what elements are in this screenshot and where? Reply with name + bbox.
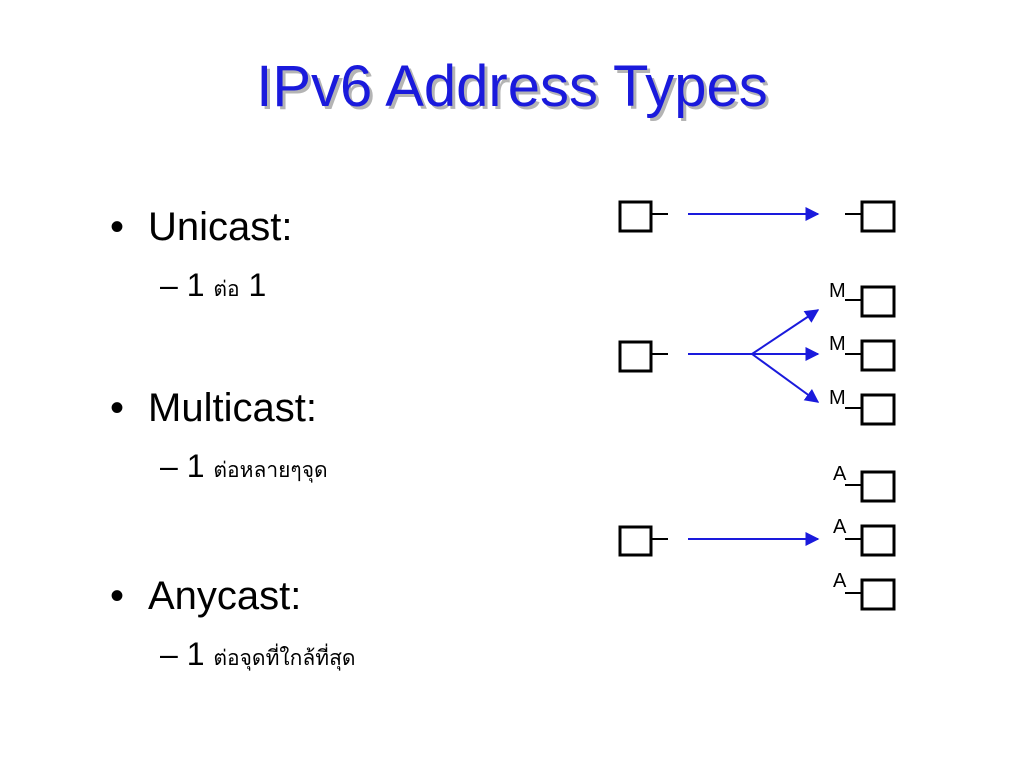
anycast-diagram: A A A (618, 463, 896, 611)
source-node (618, 525, 653, 557)
bullet-unicast: • Unicast: (110, 203, 293, 251)
bullet-anycast: • Anycast: (110, 572, 301, 620)
sub-bullet-unicast: – 1 ต่อ 1 (160, 265, 266, 309)
sub-text: ต่อหลายๆจุด (213, 458, 328, 482)
slide-title: IPv6 Address Types (256, 54, 768, 119)
bullet-dot: • (110, 386, 125, 430)
dash: – (160, 636, 187, 672)
dest-node (860, 200, 896, 233)
bullet-label: Multicast: (148, 386, 317, 430)
multicast-label-1: M (829, 280, 846, 302)
anycast-label-1: A (833, 463, 847, 485)
member-node (860, 524, 896, 557)
multicast-diagram: M M M (618, 280, 896, 426)
multicast-label-2: M (829, 333, 846, 355)
sub-number: 1 (186, 267, 205, 303)
bullet-label: Anycast: (148, 574, 302, 618)
bullet-dot: • (110, 574, 125, 618)
anycast-label-2: A (833, 516, 847, 538)
member-node (860, 285, 896, 318)
multicast-arrow-bottom (751, 353, 820, 403)
member-node (860, 339, 896, 372)
dash: – (160, 448, 187, 484)
sub-bullet-multicast: – 1 ต่อหลายๆจุด (160, 446, 328, 490)
member-node (860, 470, 896, 503)
member-node (860, 578, 896, 611)
unicast-diagram (618, 200, 896, 233)
sub-number: 1 (186, 636, 205, 672)
sub-text: ต่อจุดที่ใกล้ที่สุด (213, 646, 356, 670)
bullet-multicast: • Multicast: (110, 384, 317, 432)
member-node (860, 393, 896, 426)
bullet-dot: • (110, 205, 125, 249)
sub-text: ต่อ (213, 277, 240, 301)
dash: – (160, 267, 187, 303)
sub-suffix: 1 (248, 267, 267, 303)
multicast-arrow-top (751, 309, 820, 355)
multicast-label-3: M (829, 387, 846, 409)
anycast-label-3: A (833, 570, 847, 592)
bullet-label: Unicast: (148, 205, 293, 249)
sub-bullet-anycast: – 1 ต่อจุดที่ใกล้ที่สุด (160, 634, 356, 678)
source-node (618, 200, 653, 233)
sub-number: 1 (186, 448, 205, 484)
source-node (618, 340, 653, 373)
